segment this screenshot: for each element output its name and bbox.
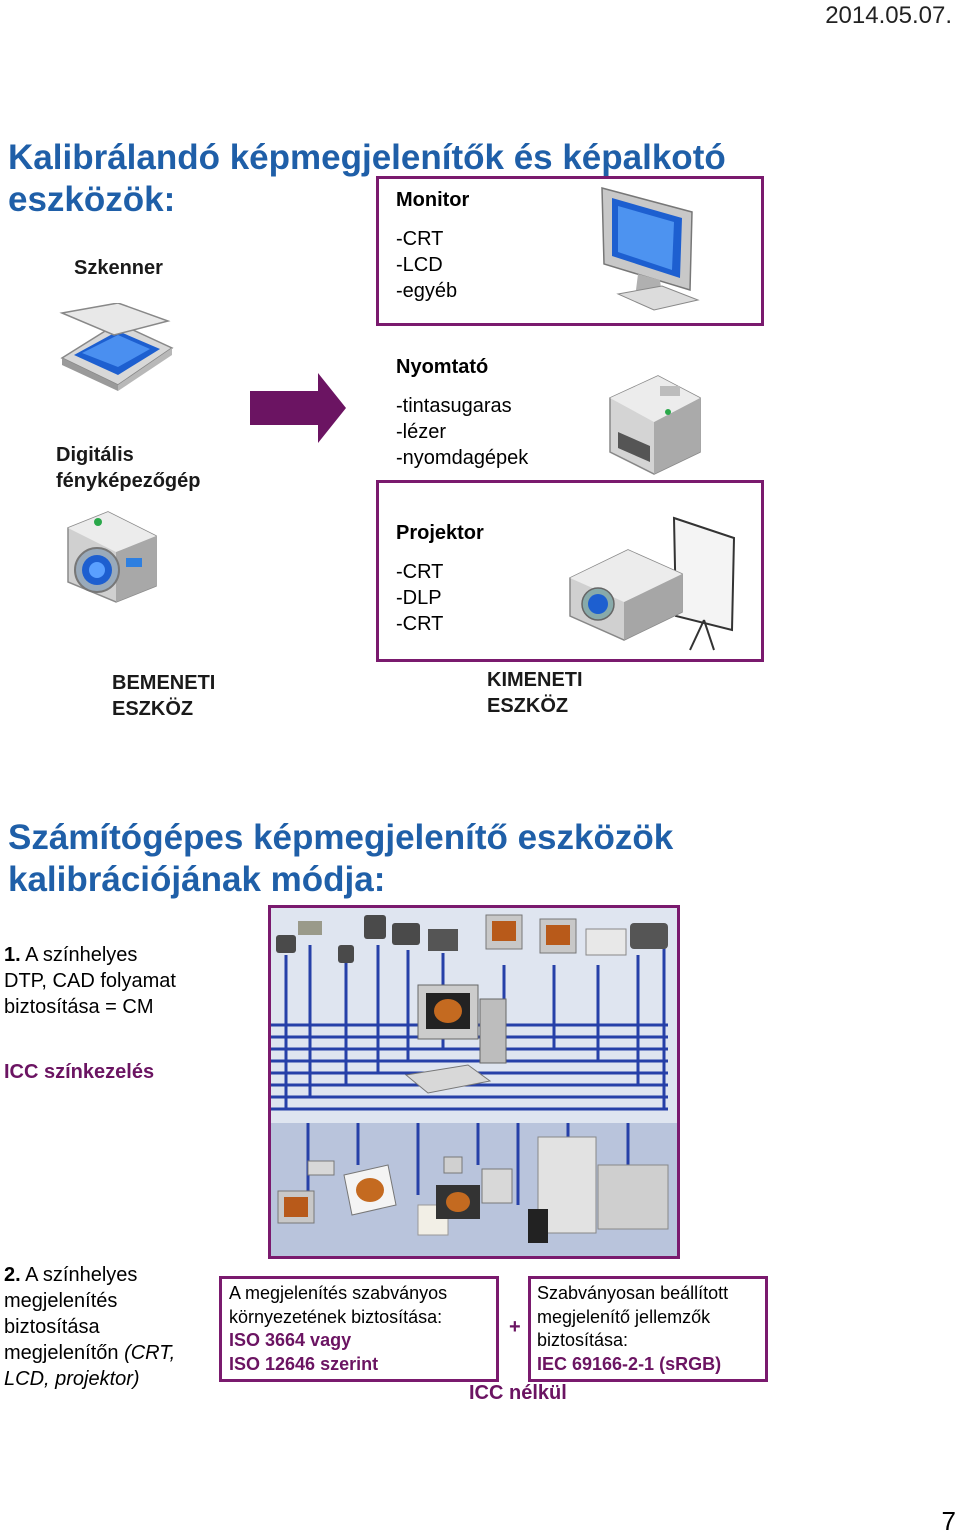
section2-title: Számítógépes képmegjelenítő eszközök kal… bbox=[8, 818, 674, 899]
page-number: 7 bbox=[941, 1506, 956, 1536]
monitor-title: Monitor bbox=[396, 189, 470, 211]
section1-title: Kalibrálandó képmegjelenítők és képalkot… bbox=[8, 138, 726, 219]
monitor-box bbox=[376, 176, 764, 326]
standard-environment-text: A megjelenítés szabványos környezetének … bbox=[229, 1283, 448, 1374]
item2-text: 2. A színhelyes megjelenítés biztosítása… bbox=[4, 1264, 176, 1390]
projector-list: -CRT -DLP -CRT bbox=[396, 561, 444, 635]
no-icc-label: ICC nélkül bbox=[469, 1382, 567, 1404]
color-management-network-image bbox=[268, 905, 680, 1259]
printer-list: -tintasugaras -lézer -nyomdagépek bbox=[396, 395, 529, 469]
printer-title: Nyomtató bbox=[396, 356, 489, 378]
scanner-icon bbox=[59, 303, 174, 391]
camera-label: Digitális fényképezőgép bbox=[56, 444, 201, 492]
output-device-label: KIMENETI ESZKÖZ bbox=[487, 669, 583, 717]
display-settings-box bbox=[528, 1276, 768, 1382]
input-device-label: BEMENETI ESZKÖZ bbox=[112, 672, 216, 720]
arrow-right-icon bbox=[250, 373, 346, 443]
scanner-label: Szkenner bbox=[74, 257, 163, 279]
item1-text: 1. A színhelyes DTP, CAD folyamat biztos… bbox=[4, 944, 176, 1018]
camera-icon bbox=[67, 511, 157, 603]
printer-icon bbox=[609, 375, 701, 475]
projector-icon bbox=[569, 516, 736, 651]
display-settings-text: Szabványosan beállított megjelenítő jell… bbox=[537, 1283, 729, 1374]
icc-label: ICC színkezelés bbox=[4, 1061, 155, 1083]
projector-title: Projektor bbox=[396, 522, 484, 544]
standard-environment-box bbox=[219, 1276, 499, 1382]
monitor-list: -CRT -LCD -egyéb bbox=[396, 228, 458, 302]
plus-sign: + bbox=[509, 1316, 521, 1338]
projector-box bbox=[376, 480, 764, 662]
monitor-icon bbox=[601, 187, 700, 311]
date-header: 2014.05.07. bbox=[825, 2, 952, 29]
